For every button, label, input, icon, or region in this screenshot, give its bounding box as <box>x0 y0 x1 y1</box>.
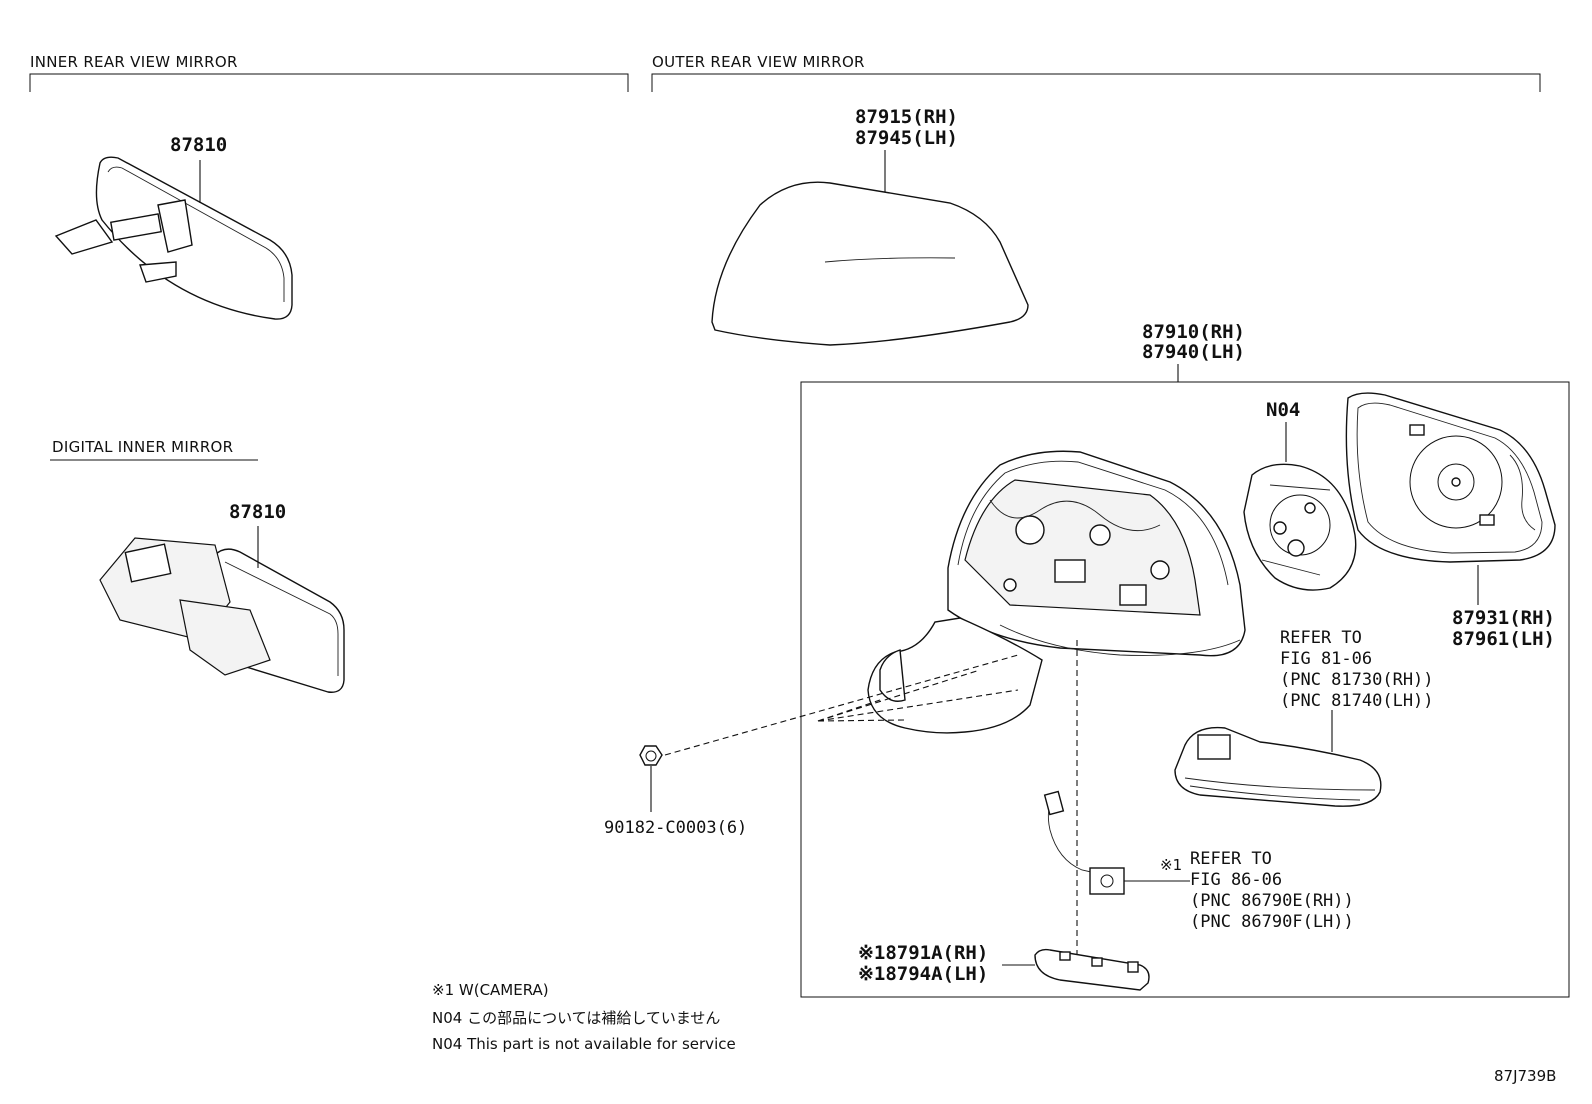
assembly-frame <box>800 381 1570 998</box>
note-w-camera: ※1 W(CAMERA) <box>432 981 549 999</box>
mirror-cover-part: 87915(RH) 87945(LH) <box>711 106 1029 346</box>
camera-refer-line-3: (PNC 86790E(RH)) <box>1190 891 1354 911</box>
glass-rh-part-number: 87931(RH) <box>1452 607 1555 629</box>
glass-lh-part-number: 87961(LH) <box>1452 628 1555 650</box>
nut-part: 90182-C0003(6) <box>604 745 747 838</box>
section-inner-label: INNER REAR VIEW MIRROR <box>30 53 238 71</box>
camera-part: ※1 REFER TO FIG 86-06 (PNC 86790E(RH)) (… <box>1043 790 1354 932</box>
section-outer-rear-view-mirror: OUTER REAR VIEW MIRROR <box>651 53 1541 92</box>
note-n04-japanese: N04 この部品については補給していません <box>432 1009 720 1027</box>
lamp-refer-line-3: (PNC 81730(RH)) <box>1280 670 1434 690</box>
cover-lh-part-number: 87945(LH) <box>855 127 958 149</box>
footnotes: ※1 W(CAMERA) N04 この部品については補給していません N04 T… <box>432 981 736 1053</box>
nut-part-number: 90182-C0003(6) <box>604 818 747 838</box>
camera-cover-lh-part-number: ※18794A(LH) <box>858 963 988 985</box>
note-n04-english: N04 This part is not available for servi… <box>432 1035 736 1053</box>
digital-mirror-part-number: 87810 <box>229 501 286 523</box>
inner-mirror-part-number: 87810 <box>170 134 227 156</box>
diagram-id: 87J739B <box>1494 1067 1556 1085</box>
camera-cover-part: ※18791A(RH) ※18794A(LH) <box>858 942 1150 991</box>
section-outer-label: OUTER REAR VIEW MIRROR <box>652 53 865 71</box>
cover-rh-part-number: 87915(RH) <box>855 106 958 128</box>
inner-rear-view-mirror-part: 87810 <box>54 134 293 320</box>
section-outer-bracket <box>651 73 1541 92</box>
section-digital-inner-mirror: DIGITAL INNER MIRROR <box>50 438 258 461</box>
mirror-housing-part <box>867 450 1246 734</box>
camera-refer-line-1: REFER TO <box>1190 849 1272 869</box>
section-digital-label: DIGITAL INNER MIRROR <box>52 438 233 456</box>
lamp-refer-line-2: FIG 81-06 <box>1280 649 1372 669</box>
section-inner-bracket <box>29 73 629 92</box>
actuator-n04-part: N04 <box>1243 399 1357 591</box>
digital-inner-mirror-part: 87810 <box>99 501 345 693</box>
camera-cover-rh-part-number: ※18791A(RH) <box>858 942 988 964</box>
outer-assy-lh-part-number: 87940(LH) <box>1142 341 1245 363</box>
camera-refer-mark: ※1 <box>1160 856 1182 874</box>
mirror-glass-part: 87931(RH) 87961(LH) <box>1345 392 1556 650</box>
lamp-refer-line-1: REFER TO <box>1280 628 1362 648</box>
lamp-refer-line-4: (PNC 81740(LH)) <box>1280 691 1434 711</box>
camera-refer-line-4: (PNC 86790F(LH)) <box>1190 912 1354 932</box>
section-inner-rear-view-mirror: INNER REAR VIEW MIRROR <box>29 53 629 92</box>
nut-attachment-lines <box>664 640 1078 960</box>
turn-signal-lamp-part: REFER TO FIG 81-06 (PNC 81730(RH)) (PNC … <box>1174 628 1434 807</box>
outer-assy-rh-part-number: 87910(RH) <box>1142 321 1245 343</box>
n04-label: N04 <box>1266 399 1300 421</box>
camera-refer-line-2: FIG 86-06 <box>1190 870 1282 890</box>
